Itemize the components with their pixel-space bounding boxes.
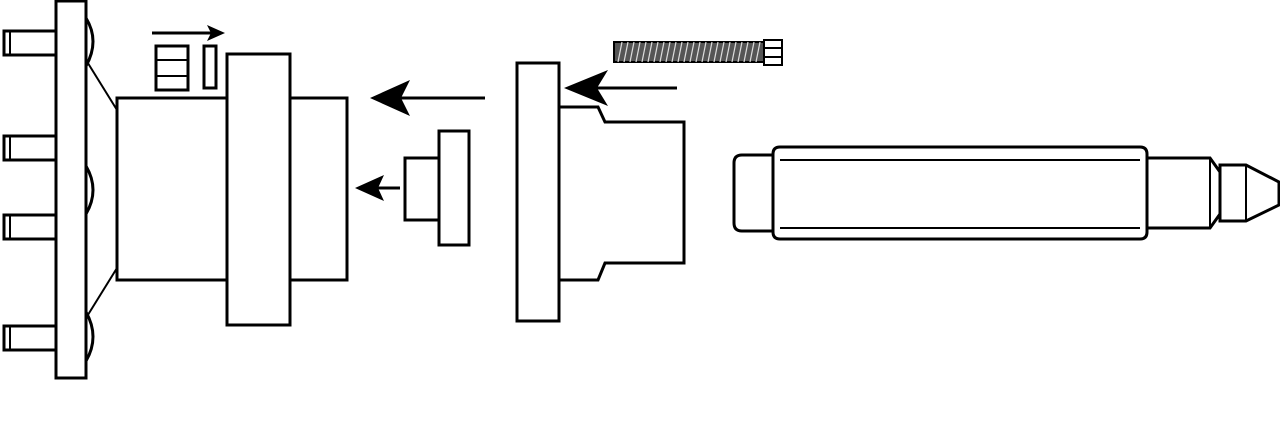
install-direction-arrow-cup [564,70,677,106]
nut [154,44,190,92]
adapter-cup [515,61,686,323]
nut-direction-arrow [152,25,225,41]
pilot-plug [403,129,471,247]
install-direction-arrow-hub [370,80,485,116]
install-direction-arrow-pilot [355,175,400,201]
hub-flange-plate [54,0,88,380]
hub-flange-with-studs [2,0,118,380]
threaded-rod [613,39,783,66]
bearing-hub [115,52,349,327]
washer [202,44,218,90]
wheel-studs [2,29,58,352]
drift-handle [732,145,1280,241]
